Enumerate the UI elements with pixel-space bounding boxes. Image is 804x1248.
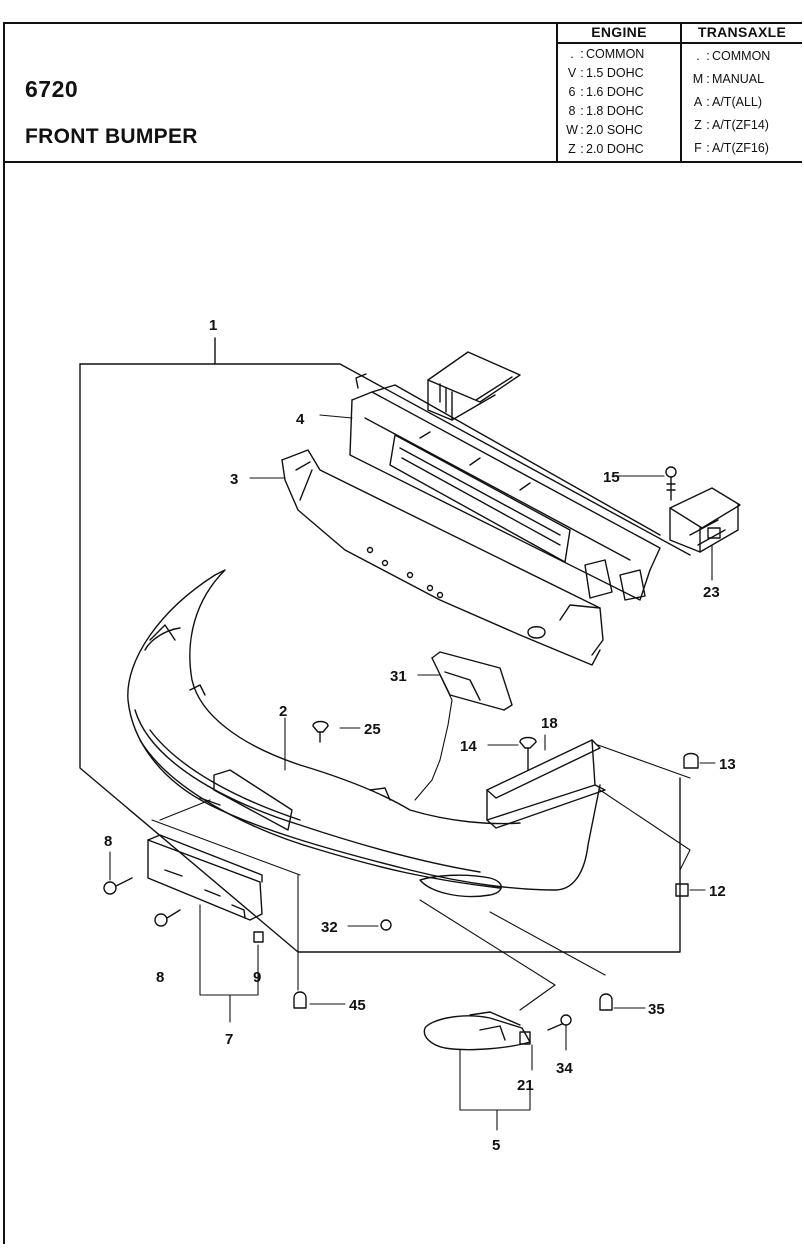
engine-row: .:COMMON	[558, 45, 680, 64]
transaxle-label: MANUAL	[712, 72, 765, 86]
engine-table: ENGINE .:COMMON V:1.5 DOHC 6:1.6 DOHC 8:…	[556, 22, 680, 163]
transaxle-label: A/T(ALL)	[712, 95, 763, 109]
callout-9: 9	[253, 969, 261, 986]
transaxle-label: COMMON	[712, 49, 771, 63]
header-block: 6720 FRONT BUMPER	[3, 22, 802, 163]
engine-label: 1.6 DOHC	[586, 85, 644, 99]
side-bracket-18	[486, 739, 606, 829]
license-plate-bracket	[147, 834, 263, 921]
engine-label: 2.0 DOHC	[586, 142, 644, 156]
callout-12: 12	[709, 883, 726, 900]
bumper-reinforcement	[349, 373, 661, 601]
callout-32: 32	[321, 919, 338, 936]
engine-label: 1.5 DOHC	[586, 66, 644, 80]
callout-23: 23	[703, 584, 720, 601]
callout-13: 13	[719, 756, 736, 773]
engine-row: Z:2.0 DOHC	[558, 140, 680, 159]
section-code: 6720	[25, 76, 79, 102]
callout-35: 35	[648, 1001, 665, 1018]
page-frame	[3, 22, 802, 1244]
engine-code: 8	[568, 104, 576, 118]
transaxle-row: .:COMMON	[682, 45, 802, 68]
engine-code: 6	[568, 85, 576, 99]
callout-45: 45	[349, 997, 366, 1014]
transaxle-row: F:A/T(ZF16)	[682, 137, 802, 160]
callout-31: 31	[390, 668, 407, 685]
callout-34: 34	[556, 1060, 573, 1077]
transaxle-table: TRANSAXLE .:COMMON M:MANUAL A:A/T(ALL) Z…	[680, 22, 802, 163]
engine-row: 6:1.6 DOHC	[558, 83, 680, 102]
transaxle-code: A	[693, 95, 703, 109]
engine-code: .	[570, 47, 574, 61]
engine-row: V:1.5 DOHC	[558, 64, 680, 83]
transaxle-label: A/T(ZF14)	[712, 118, 769, 132]
energy-absorber	[281, 449, 604, 666]
transaxle-label: A/T(ZF16)	[712, 141, 769, 155]
callout-3: 3	[230, 471, 238, 488]
engine-code: V	[567, 66, 577, 80]
engine-code: W	[566, 123, 578, 137]
callout-25: 25	[364, 721, 381, 738]
engine-label: 1.8 DOHC	[586, 104, 644, 118]
engine-code: Z	[568, 142, 576, 156]
bracket-31	[431, 651, 513, 711]
transaxle-table-heading: TRANSAXLE	[682, 22, 802, 44]
callout-8-upper: 8	[104, 833, 112, 850]
transaxle-code: F	[694, 141, 702, 155]
engine-label: COMMON	[586, 47, 645, 61]
engine-label: 2.0 SOHC	[586, 123, 643, 137]
fasteners	[103, 466, 699, 1045]
transaxle-row: A:A/T(ALL)	[682, 91, 802, 114]
transaxle-code: M	[692, 72, 704, 86]
transaxle-code: .	[696, 49, 700, 63]
fog-lamp	[423, 1011, 531, 1051]
transaxle-row: M:MANUAL	[682, 68, 802, 91]
callout-14: 14	[460, 738, 477, 755]
leader-lines	[109, 414, 716, 1131]
engine-row: 8:1.8 DOHC	[558, 102, 680, 121]
callout-labels: 1 2 3 4 5 7 8 8 9 12 13 14 15 18 21 23 2…	[104, 317, 736, 1154]
callout-15: 15	[603, 469, 620, 486]
section-title: FRONT BUMPER	[25, 125, 198, 148]
callout-1: 1	[209, 317, 217, 334]
callout-8-lower: 8	[156, 969, 164, 986]
transaxle-code: Z	[694, 118, 702, 132]
callout-5: 5	[492, 1137, 500, 1154]
callout-7: 7	[225, 1031, 233, 1048]
callout-18: 18	[541, 715, 558, 732]
bumper-cover	[127, 569, 601, 898]
vehicle-frame-member	[427, 351, 741, 553]
engine-table-heading: ENGINE	[558, 22, 680, 44]
transaxle-row: Z:A/T(ZF14)	[682, 114, 802, 137]
callout-21: 21	[517, 1077, 534, 1094]
callout-4: 4	[296, 411, 305, 428]
callout-2: 2	[279, 703, 287, 720]
engine-row: W:2.0 SOHC	[558, 121, 680, 140]
